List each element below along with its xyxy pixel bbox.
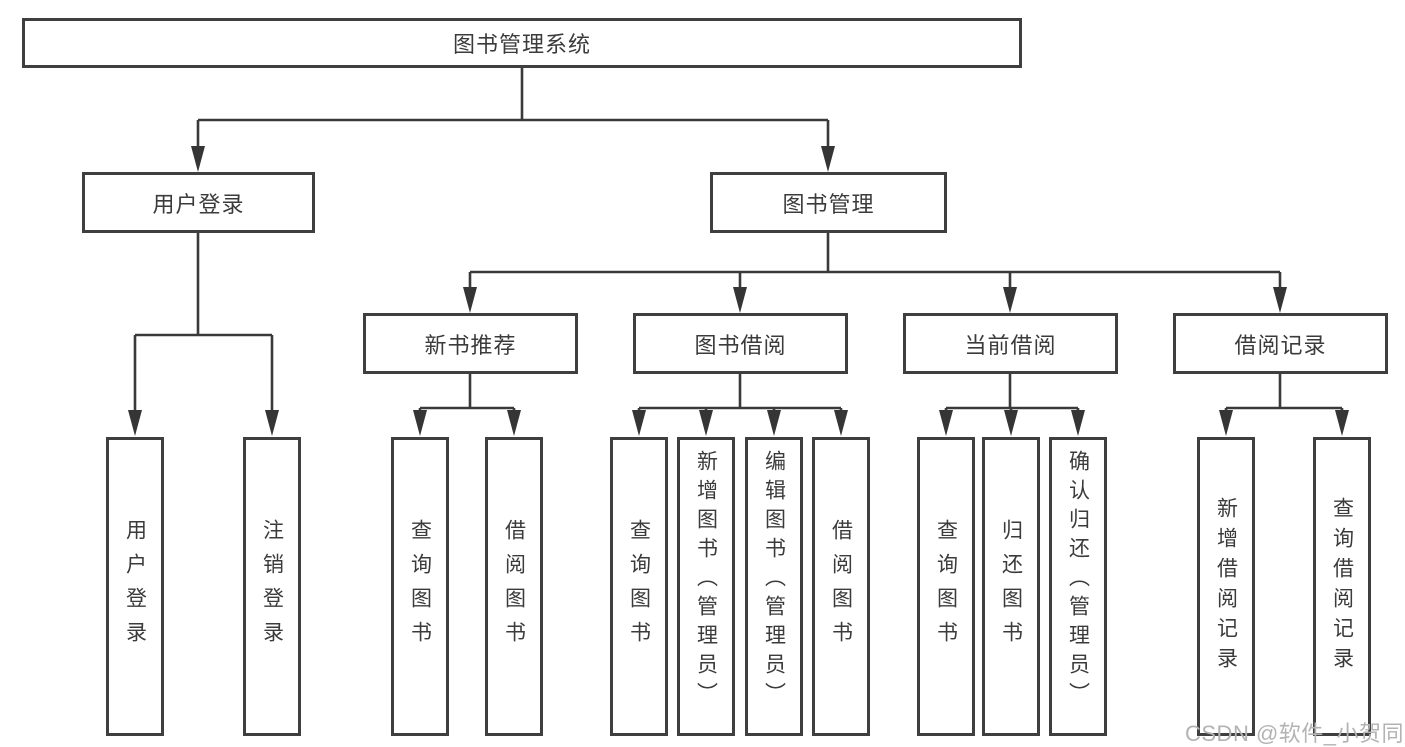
node-current-borrow-label: 当前借阅 [964,332,1057,358]
leaf-query-books-current-label: 查询图书 [934,518,958,655]
node-library-system-label: 图书管理系统 [452,32,591,57]
leaf-query-books-recommend-label: 查询图书 [408,518,432,655]
leaf-query-books-current: 查询图书 [917,437,975,736]
leaf-query-borrow-record: 查询借阅记录 [1313,437,1371,736]
node-book-management-label: 图书管理 [782,191,875,217]
node-book-borrow-label: 图书借阅 [694,332,787,358]
leaf-add-borrow-record: 新增借阅记录 [1197,437,1255,736]
csdn-watermark: CSDN @软件_小贺同学 [1185,721,1405,746]
leaf-logout-label: 注销登录 [260,518,284,655]
node-user-login: 用户登录 [82,172,315,233]
leaf-edit-books-admin-label: 编辑图书（管理员） [762,450,786,711]
node-book-borrow: 图书借阅 [633,313,848,374]
leaf-borrow-books: 借阅图书 [812,437,870,736]
leaf-query-borrow-record-label: 查询借阅记录 [1330,496,1354,677]
node-user-login-label: 用户登录 [152,191,245,217]
leaf-edit-books-admin: 编辑图书（管理员） [745,437,803,736]
leaf-borrow-books-label: 借阅图书 [829,518,853,655]
leaf-borrow-books-recommend: 借阅图书 [485,437,543,736]
leaf-add-books-admin: 新增图书（管理员） [677,437,735,736]
node-borrow-records: 借阅记录 [1173,313,1388,374]
leaf-return-books-label: 归还图书 [999,518,1023,655]
leaf-add-books-admin-label: 新增图书（管理员） [694,450,718,711]
leaf-borrow-books-recommend-label: 借阅图书 [502,518,526,655]
leaf-logout: 注销登录 [243,437,301,736]
leaf-add-borrow-record-label: 新增借阅记录 [1214,496,1238,677]
leaf-return-books: 归还图书 [982,437,1040,736]
leaf-query-books-recommend: 查询图书 [391,437,449,736]
leaf-query-books-borrow: 查询图书 [610,437,668,736]
node-new-book-recommend-label: 新书推荐 [424,332,517,358]
leaf-confirm-return-admin-label: 确认归还（管理员） [1066,450,1090,711]
node-library-system: 图书管理系统 [22,18,1022,68]
leaf-confirm-return-admin: 确认归还（管理员） [1049,437,1107,736]
node-current-borrow: 当前借阅 [903,313,1118,374]
node-borrow-records-label: 借阅记录 [1234,332,1327,358]
leaf-user-login: 用户登录 [106,437,164,736]
leaf-user-login-label: 用户登录 [123,518,147,655]
node-book-management: 图书管理 [710,172,947,233]
leaf-query-books-borrow-label: 查询图书 [627,518,651,655]
node-new-book-recommend: 新书推荐 [363,313,578,374]
